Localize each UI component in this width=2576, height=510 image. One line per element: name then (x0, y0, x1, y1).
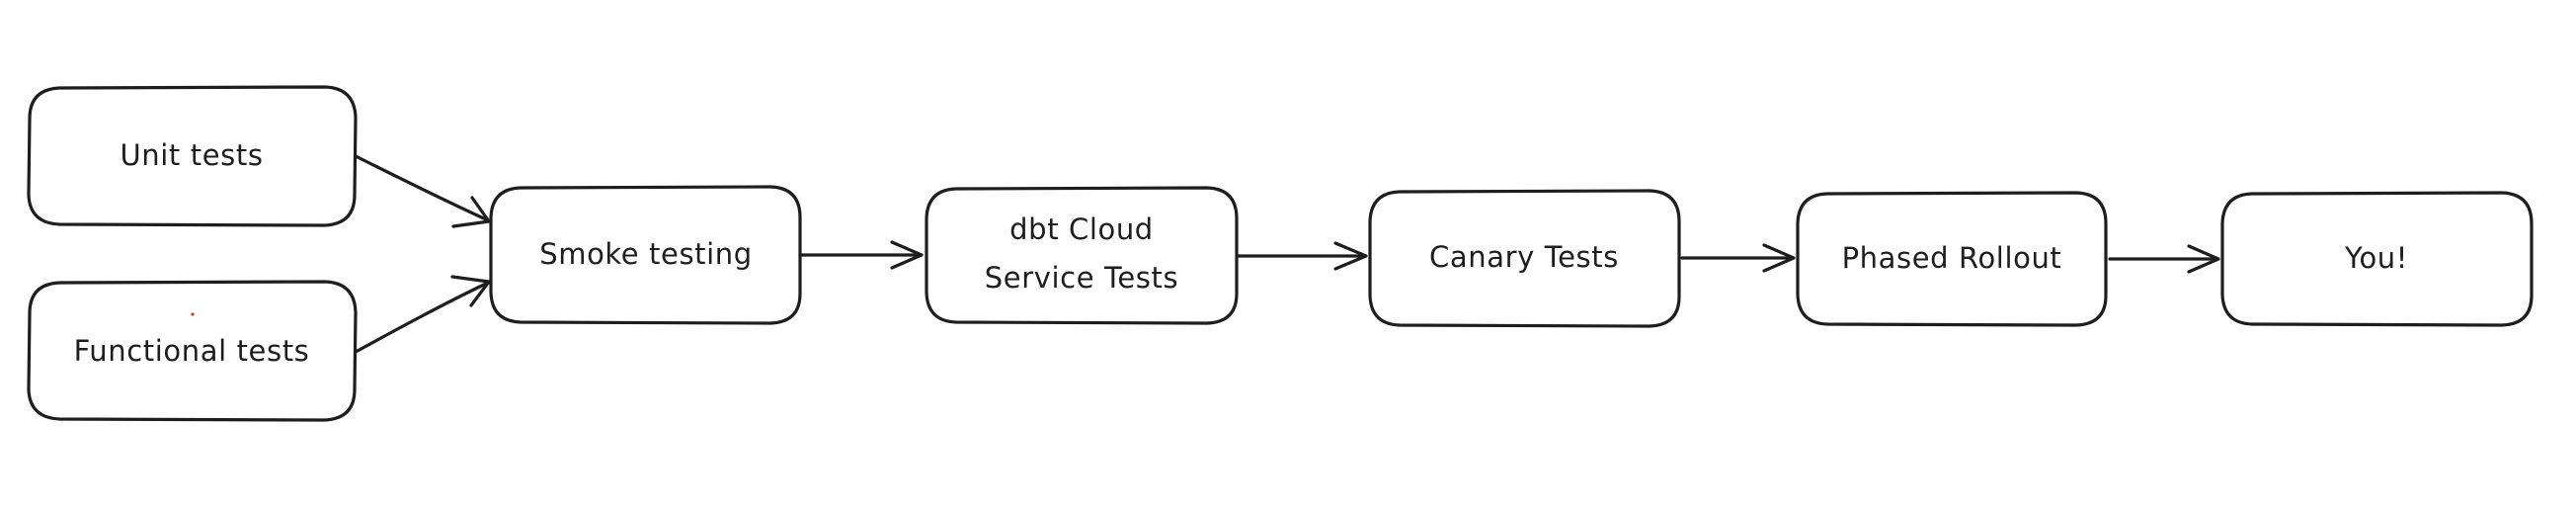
node-shape (27, 280, 358, 422)
node-shape (2220, 191, 2534, 327)
node-shape (925, 186, 1239, 325)
node-shape (489, 185, 802, 325)
arrowhead-icon (1333, 241, 1368, 271)
edge-phased-rollout-to-you (2108, 244, 2220, 274)
node-shape (1368, 189, 1681, 328)
node-you[interactable]: You! (2220, 191, 2534, 327)
node-unit-tests[interactable]: Unit tests (27, 85, 358, 227)
arrowhead-icon (2187, 244, 2220, 274)
stray-dot (191, 312, 195, 316)
arrowhead-icon (890, 240, 924, 270)
node-canary-tests[interactable]: Canary Tests (1368, 189, 1681, 328)
node-functional-tests[interactable]: Functional tests (27, 280, 358, 422)
arrowhead-icon (451, 196, 491, 228)
edge-line (354, 282, 488, 354)
arrowhead-icon (1762, 243, 1796, 273)
node-smoke-testing[interactable]: Smoke testing (489, 185, 802, 325)
node-phased-rollout[interactable]: Phased Rollout (1796, 191, 2108, 327)
node-dbt-cloud-service-tests[interactable]: dbt Cloud Service Tests (925, 186, 1239, 325)
edge-line (354, 154, 488, 221)
node-shape (27, 85, 358, 227)
edge-unit-tests-to-smoke-testing (354, 154, 491, 228)
node-shape (1796, 191, 2108, 327)
edge-canary-tests-to-phased-rollout (1680, 243, 1796, 273)
edge-dbt-cloud-service-tests-to-canary-tests (1237, 241, 1368, 271)
edge-smoke-testing-to-dbt-cloud-service-tests (800, 240, 924, 270)
edge-functional-tests-to-smoke-testing (354, 275, 491, 354)
arrowhead-icon (450, 275, 491, 307)
